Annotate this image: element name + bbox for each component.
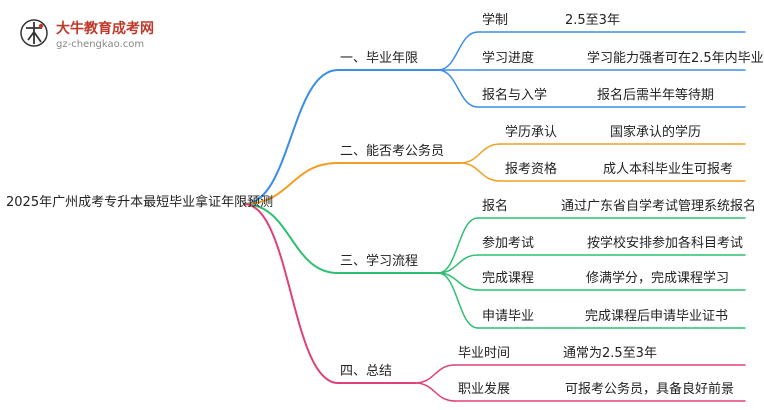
leaf-connector xyxy=(459,143,501,164)
item-key: 毕业时间 xyxy=(458,346,511,361)
item-value: 按学校安排参加各科目考试 xyxy=(587,236,744,251)
item-key: 报名 xyxy=(482,199,509,214)
item-key: 学习进度 xyxy=(482,51,535,66)
item-key: 报名与入学 xyxy=(482,88,548,103)
item-key: 报考资格 xyxy=(505,162,558,177)
item-value: 成人本科毕业生可报考 xyxy=(603,162,734,177)
item-value: 报名后需半年等待期 xyxy=(597,88,715,103)
brand-name: 大牛教育成考网 xyxy=(56,21,154,37)
item-value: 通过广东省自学考试管理系统报名 xyxy=(561,199,757,214)
branch-connector xyxy=(243,203,339,274)
item-value: 学习能力强者可在2.5年内毕业 xyxy=(587,51,764,66)
branch-connector xyxy=(243,69,339,205)
item-value: 完成课程后申请毕业证书 xyxy=(585,309,729,324)
leaf-connector xyxy=(437,31,479,71)
leaf-connector xyxy=(437,272,479,329)
branch-study-process: 三、学习流程 xyxy=(340,254,419,269)
item-value: 国家承认的学历 xyxy=(610,125,702,140)
leaf-connector xyxy=(414,382,456,402)
item-key: 学历承认 xyxy=(505,125,558,140)
branch-connector xyxy=(243,203,339,384)
item-value: 可报考公务员，具备良好前景 xyxy=(565,382,735,397)
branch-civil-service: 二、能否考公务员 xyxy=(340,144,445,159)
branch-graduation-years: 一、毕业年限 xyxy=(340,51,419,66)
leaf-connector xyxy=(459,162,501,182)
leaf-connector xyxy=(437,217,479,274)
logo-icon xyxy=(20,19,48,47)
item-key: 学制 xyxy=(482,13,509,28)
leaf-connector xyxy=(414,364,456,384)
item-value: 2.5至3年 xyxy=(565,13,620,28)
item-value: 通常为2.5至3年 xyxy=(563,346,657,361)
item-key: 参加考试 xyxy=(482,236,535,251)
item-key: 职业发展 xyxy=(458,382,511,397)
item-value: 修满学分，完成课程学习 xyxy=(586,271,730,286)
brand-domain: gz-chengkao.com xyxy=(56,39,145,50)
leaf-connector xyxy=(437,69,479,108)
item-key: 完成课程 xyxy=(482,271,535,286)
branch-connector xyxy=(243,162,339,205)
leaf-connector xyxy=(437,254,479,274)
root-topic: 2025年广州成考专升本最短毕业拿证年限预测 xyxy=(6,195,274,210)
branch-summary: 四、总结 xyxy=(340,364,393,379)
item-key: 申请毕业 xyxy=(482,309,535,324)
